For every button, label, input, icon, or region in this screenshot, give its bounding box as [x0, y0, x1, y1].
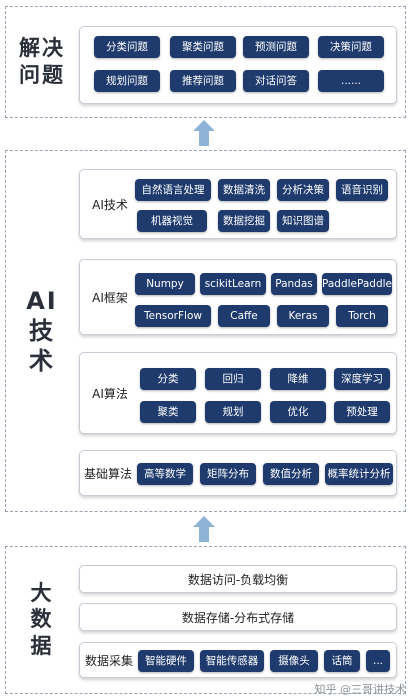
- algorithm-chip: 预处理: [334, 401, 390, 423]
- data-collection-panel: 数据采集 智能硬件 智能传感器 摄像头 话筒 ...: [79, 642, 397, 678]
- technology-chip: 知识图谱: [277, 210, 329, 232]
- technology-chip: 机器视觉: [137, 210, 207, 232]
- basic-algorithms-label: 基础算法: [83, 466, 132, 481]
- problems-section: 解决 问题 分类问题 聚类问题 预测问题 决策问题 规划问题 推荐问题 对话问答…: [5, 6, 406, 118]
- big-data-section: 大 数 据 数据访问-负载均衡 数据存储-分布式存储 数据采集 智能硬件 智能传…: [5, 546, 406, 694]
- framework-chip: PaddlePaddle: [322, 273, 392, 295]
- framework-chip: Caffe: [218, 305, 270, 327]
- ai-algorithms-panel: AI算法 分类 回归 降维 深度学习 聚类 规划 优化 预处理: [79, 352, 397, 434]
- big-data-side-label-line: 数: [30, 607, 54, 632]
- problem-chip: 聚类问题: [170, 36, 236, 58]
- framework-chip: Pandas: [271, 273, 317, 295]
- big-data-side-label-line: 大: [30, 581, 54, 606]
- technology-chip: 数据清洗: [218, 179, 270, 201]
- big-data-side-label: 大 数 据: [6, 547, 78, 692]
- basic-algorithm-chip: 数值分析: [263, 463, 319, 485]
- ai-frameworks-panel: AI框架 Numpy scikitLearn Pandas PaddlePadd…: [79, 259, 397, 335]
- problems-side-label: 解决 问题: [6, 7, 78, 116]
- problem-chip: 对话问答: [243, 70, 309, 92]
- collection-chip: 智能传感器: [200, 650, 264, 672]
- basic-algorithms-panel: 基础算法 高等数学 矩阵分布 数值分析 概率统计分析: [79, 450, 397, 496]
- basic-algorithm-chip: 高等数学: [137, 463, 193, 485]
- ai-technology-label: AI技术: [92, 197, 128, 212]
- framework-chip: scikitLearn: [200, 273, 266, 295]
- up-arrow-icon: [193, 120, 215, 146]
- data-storage-text: 数据存储-分布式存储: [181, 610, 295, 625]
- problem-chip: 预测问题: [243, 36, 309, 58]
- collection-chip: ...: [366, 650, 390, 672]
- algorithm-chip: 分类: [140, 368, 196, 390]
- problem-chip: 推荐问题: [170, 70, 236, 92]
- problem-chip: 分类问题: [94, 36, 160, 58]
- algorithm-chip: 聚类: [140, 401, 196, 423]
- framework-chip: TensorFlow: [135, 305, 211, 327]
- ai-tech-section: AI 技术 AI技术 自然语言处理 数据清洗 分析决策 语音识别 机器视觉 数据…: [5, 150, 406, 512]
- ai-tech-side-label: AI 技术: [6, 151, 78, 510]
- problem-chip: 规划问题: [94, 70, 160, 92]
- problem-chip: 决策问题: [318, 36, 384, 58]
- algorithm-chip: 规划: [205, 401, 261, 423]
- ai-technology-panel: AI技术 自然语言处理 数据清洗 分析决策 语音识别 机器视觉 数据挖掘 知识图…: [79, 169, 397, 239]
- watermark: 知乎 @三哥讲技术: [314, 683, 407, 696]
- algorithm-chip: 降维: [270, 368, 326, 390]
- collection-chip: 话筒: [324, 650, 360, 672]
- technology-chip: 分析决策: [277, 179, 329, 201]
- framework-chip: Keras: [277, 305, 329, 327]
- data-access-panel: 数据访问-负载均衡: [79, 565, 397, 593]
- collection-chip: 智能硬件: [138, 650, 194, 672]
- collection-chip: 摄像头: [270, 650, 318, 672]
- data-access-text: 数据访问-负载均衡: [187, 572, 289, 587]
- algorithm-chip: 优化: [270, 401, 326, 423]
- technology-chip: 语音识别: [336, 179, 388, 201]
- algorithm-chip: 回归: [205, 368, 261, 390]
- framework-chip: Numpy: [135, 273, 195, 295]
- ai-algorithms-label: AI算法: [92, 386, 128, 401]
- ai-frameworks-label: AI框架: [92, 290, 128, 305]
- ai-tech-side-label-line: 技术: [29, 316, 55, 375]
- problems-side-label-line: 问题: [19, 62, 65, 87]
- problem-chip: ......: [318, 70, 384, 92]
- technology-chip: 数据挖掘: [218, 210, 270, 232]
- framework-chip: Torch: [336, 305, 388, 327]
- algorithm-chip: 深度学习: [334, 368, 390, 390]
- ai-tech-side-label-line: AI: [26, 286, 58, 315]
- data-collection-label: 数据采集: [84, 653, 133, 668]
- technology-chip: 自然语言处理: [135, 179, 211, 201]
- basic-algorithm-chip: 概率统计分析: [325, 463, 393, 485]
- data-storage-panel: 数据存储-分布式存储: [79, 603, 397, 631]
- problems-side-label-line: 解决: [19, 36, 65, 61]
- problems-panel: 分类问题 聚类问题 预测问题 决策问题 规划问题 推荐问题 对话问答 .....…: [79, 26, 397, 104]
- up-arrow-icon: [193, 516, 215, 542]
- basic-algorithm-chip: 矩阵分布: [200, 463, 256, 485]
- big-data-side-label-line: 据: [30, 633, 54, 658]
